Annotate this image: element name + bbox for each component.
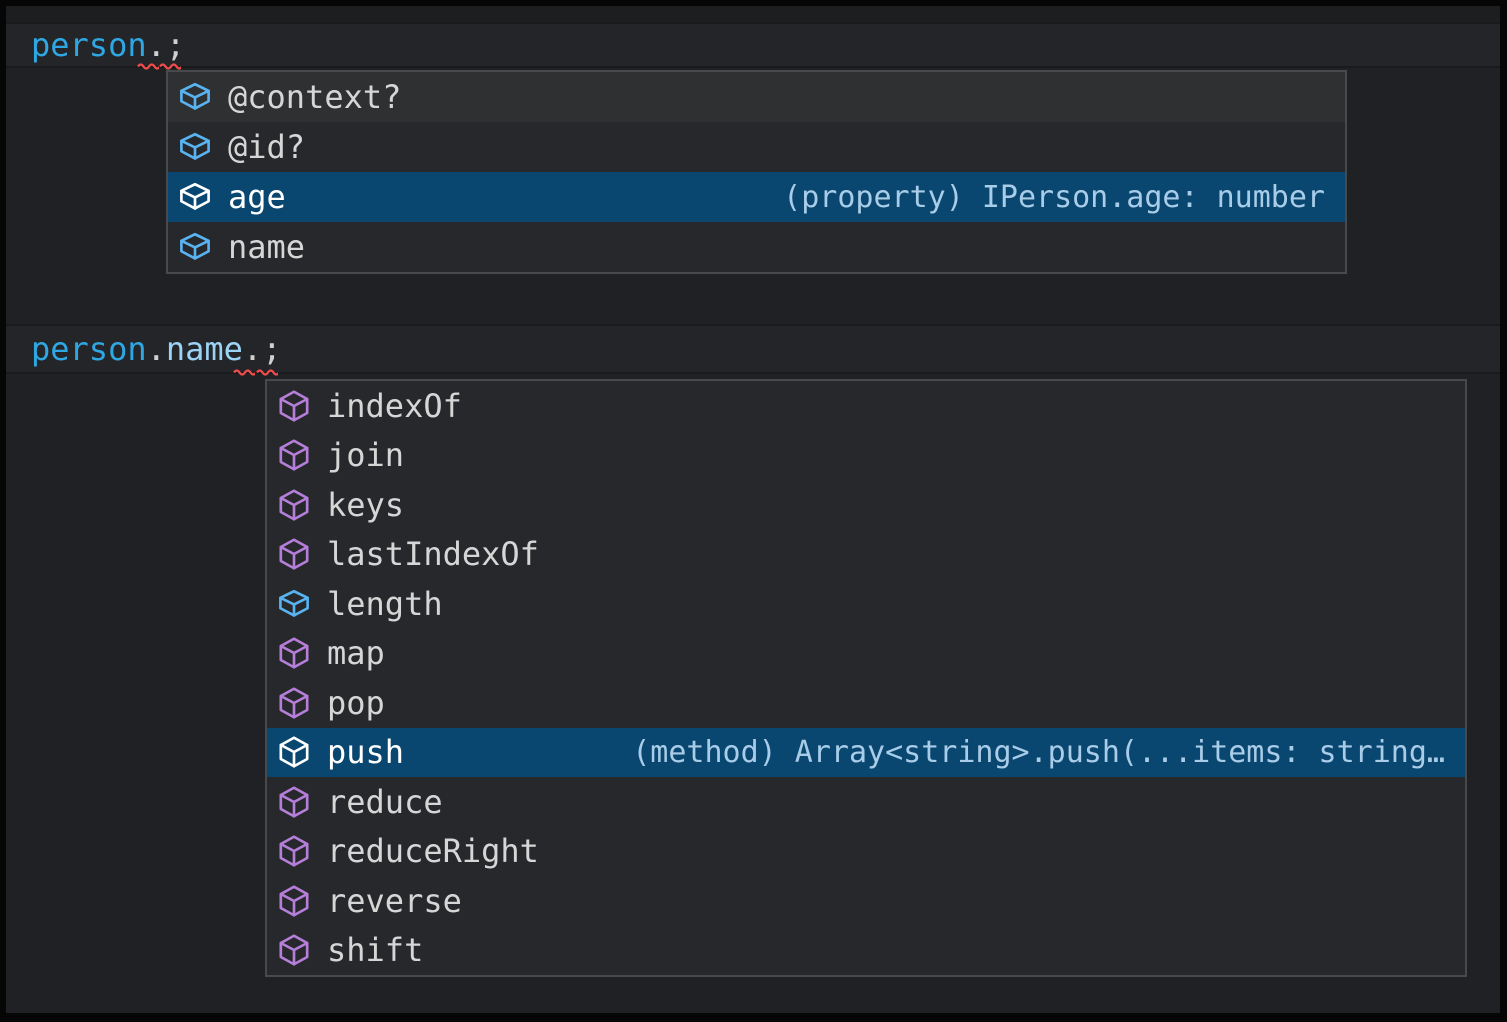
- symbol-method-icon: [277, 438, 311, 472]
- symbol-method-icon: [277, 785, 311, 819]
- symbol-method-icon: [277, 834, 311, 868]
- suggestion-item[interactable]: pop: [267, 678, 1465, 728]
- code-token-punctuation: .: [243, 330, 262, 368]
- suggestion-item[interactable]: push (method) Array<string>.push(...items…: [267, 728, 1465, 778]
- error-squiggle: [159, 61, 181, 70]
- suggestion-label: lastIndexOf: [327, 535, 539, 573]
- suggestion-item[interactable]: join: [267, 431, 1465, 481]
- suggestions-popup-person: @context? @id? age (property) IPerson.age: …: [166, 70, 1347, 274]
- suggestion-item[interactable]: @id?: [168, 122, 1345, 172]
- symbol-method-icon: [277, 735, 311, 769]
- suggestion-item[interactable]: indexOf: [267, 381, 1465, 431]
- suggestion-label: reverse: [327, 882, 462, 920]
- code-token-property: name: [166, 330, 243, 368]
- suggestion-label: @context?: [228, 78, 401, 116]
- suggestion-label: length: [327, 585, 443, 623]
- symbol-method-icon: [277, 537, 311, 571]
- symbol-method-icon: [277, 884, 311, 918]
- code-token-punctuation: .: [147, 26, 166, 64]
- suggestion-label: indexOf: [327, 387, 462, 425]
- code-token-variable: person: [31, 330, 147, 368]
- suggestion-item[interactable]: age (property) IPerson.age: number: [168, 172, 1345, 222]
- error-squiggle: [233, 367, 255, 376]
- suggestion-item[interactable]: reduce: [267, 777, 1465, 827]
- suggestion-label: map: [327, 634, 385, 672]
- suggestion-label: keys: [327, 486, 404, 524]
- symbol-field-icon: [178, 180, 212, 214]
- symbol-method-icon: [277, 488, 311, 522]
- code-token-punctuation: ;: [166, 26, 185, 64]
- symbol-field-icon: [178, 130, 212, 164]
- suggestion-label: pop: [327, 684, 385, 722]
- code-token-punctuation: .: [147, 330, 166, 368]
- suggestion-detail: (method) Array<string>.push(...items: st…: [632, 735, 1445, 770]
- suggestion-label: age: [228, 178, 286, 216]
- suggestion-item[interactable]: keys: [267, 480, 1465, 530]
- suggestion-label: name: [228, 228, 305, 266]
- code-line-1[interactable]: person.;: [6, 22, 1500, 68]
- suggestion-item[interactable]: reduceRight: [267, 827, 1465, 877]
- symbol-method-icon: [277, 636, 311, 670]
- suggestion-item[interactable]: map: [267, 629, 1465, 679]
- suggestion-item[interactable]: name: [168, 222, 1345, 272]
- suggestion-label: reduce: [327, 783, 443, 821]
- suggestion-label: push: [327, 733, 404, 771]
- symbol-field-icon: [178, 80, 212, 114]
- symbol-method-icon: [277, 933, 311, 967]
- suggestion-label: @id?: [228, 128, 305, 166]
- code-token-punctuation: ;: [262, 330, 281, 368]
- suggestion-item[interactable]: length: [267, 579, 1465, 629]
- suggestion-detail: (property) IPerson.age: number: [783, 180, 1325, 215]
- suggestion-label: reduceRight: [327, 832, 539, 870]
- suggestion-item[interactable]: @context?: [168, 72, 1345, 122]
- suggestion-label: join: [327, 436, 404, 474]
- suggestion-label: shift: [327, 931, 423, 969]
- symbol-method-icon: [277, 686, 311, 720]
- symbol-method-icon: [277, 389, 311, 423]
- suggestion-item[interactable]: shift: [267, 926, 1465, 976]
- suggestion-item[interactable]: lastIndexOf: [267, 530, 1465, 580]
- suggestion-item[interactable]: reverse: [267, 876, 1465, 926]
- code-token-variable: person: [31, 26, 147, 64]
- symbol-field-icon: [178, 230, 212, 264]
- suggestions-popup-name: indexOf join keys lastIndexOf length map pop pu…: [265, 379, 1467, 977]
- symbol-field-icon: [277, 587, 311, 621]
- code-line-2[interactable]: person.name.;: [6, 324, 1500, 374]
- error-squiggle: [256, 367, 278, 376]
- error-squiggle: [137, 61, 159, 70]
